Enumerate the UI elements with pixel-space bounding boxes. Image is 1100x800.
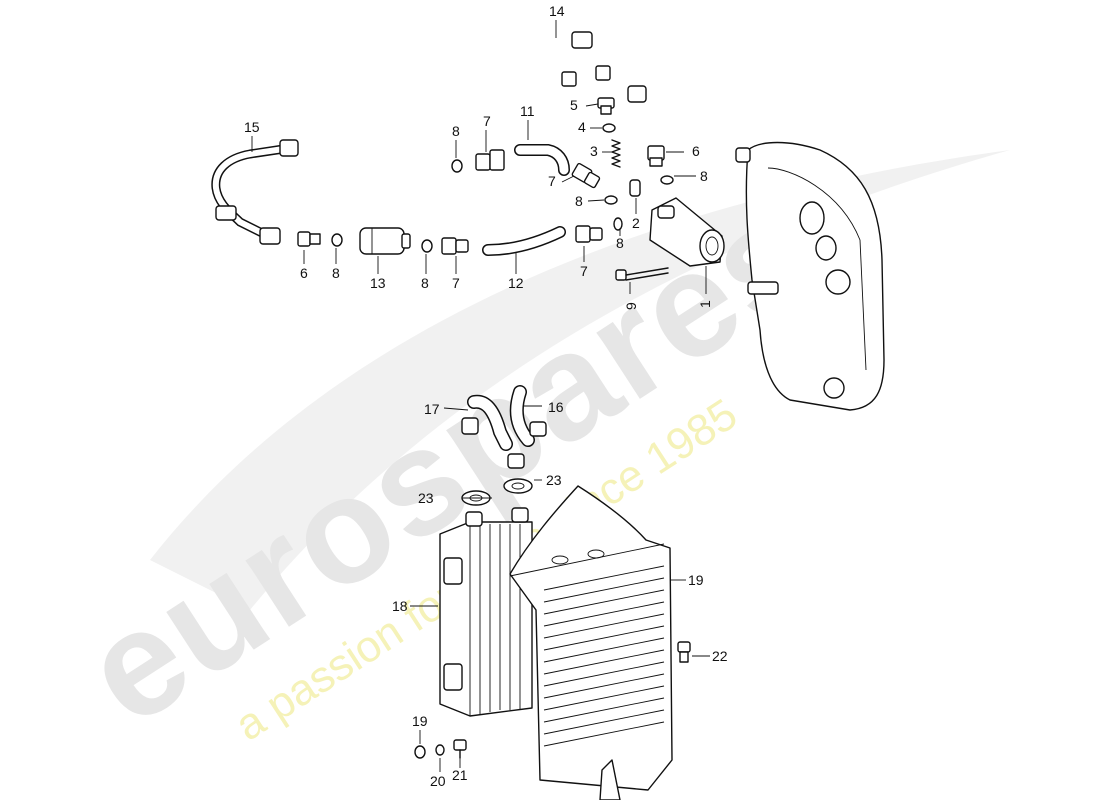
callout-8-right: 8 bbox=[700, 168, 708, 184]
part-13-oil-pipe[interactable] bbox=[516, 31, 647, 103]
callout-17: 18 bbox=[392, 598, 408, 614]
callout-10: 11 bbox=[520, 103, 535, 119]
part-8-washer-right[interactable] bbox=[660, 175, 674, 185]
callout-7-right: 7 bbox=[580, 263, 588, 279]
callout-13: 14 bbox=[549, 3, 565, 19]
callout-22: 22 bbox=[712, 648, 728, 664]
part-3-spring[interactable] bbox=[611, 139, 621, 168]
callout-16: 17 bbox=[424, 401, 440, 417]
part-23-seal-right[interactable] bbox=[503, 478, 533, 494]
callout-15: 16 bbox=[548, 399, 564, 415]
callout-8-left: 8 bbox=[332, 265, 340, 281]
hose-nut[interactable] bbox=[507, 453, 525, 469]
callout-8-valve: 8 bbox=[616, 235, 624, 251]
part-8-washer-mid[interactable] bbox=[421, 239, 433, 253]
callout-7-left: 7 bbox=[452, 275, 460, 291]
part-6-union-right[interactable] bbox=[647, 145, 665, 167]
callout-19: 19 bbox=[412, 713, 428, 729]
callout-11: 12 bbox=[508, 275, 524, 291]
part-12-filter[interactable] bbox=[359, 227, 411, 255]
callout-8-center: 8 bbox=[575, 193, 583, 209]
callout-8-mid: 8 bbox=[421, 275, 429, 291]
callout-6-left: 6 bbox=[300, 265, 308, 281]
part-8-washer-valve[interactable] bbox=[613, 217, 623, 231]
oil-tank bbox=[735, 141, 885, 411]
part-8-washer-top[interactable] bbox=[451, 159, 463, 173]
part-7-fitting-left[interactable] bbox=[441, 237, 469, 255]
part-8-washer-center[interactable] bbox=[604, 195, 618, 205]
part-6-union-left[interactable] bbox=[297, 231, 321, 247]
part-20-washer[interactable] bbox=[435, 744, 445, 756]
part-1-thermostat-housing[interactable] bbox=[649, 197, 725, 267]
part-7-fitting-right[interactable] bbox=[575, 225, 603, 243]
part-15-hose[interactable] bbox=[509, 385, 547, 447]
callout-7-center: 7 bbox=[548, 173, 556, 189]
part-7-fitting-top[interactable] bbox=[475, 149, 505, 171]
callout-23-left: 23 bbox=[418, 490, 434, 506]
leader-lines bbox=[251, 20, 710, 772]
callout-20: 20 bbox=[430, 773, 446, 789]
part-18-cooler-shroud[interactable] bbox=[509, 485, 673, 800]
callouts: 14 15 7 8 11 5 4 3 7 8 2 6 8 8 7 6 8 13 … bbox=[244, 3, 728, 789]
callout-8-top: 8 bbox=[452, 123, 460, 139]
callout-2: 2 bbox=[632, 215, 640, 231]
part-8-washer-left[interactable] bbox=[331, 233, 343, 247]
callout-9: 9 bbox=[623, 302, 639, 310]
part-21-bolt[interactable] bbox=[453, 739, 467, 759]
part-19-washer[interactable] bbox=[414, 745, 426, 759]
callout-21: 21 bbox=[452, 767, 468, 783]
part-4-seal-ring[interactable] bbox=[602, 123, 616, 133]
callout-3: 3 bbox=[590, 143, 598, 159]
part-17-oil-cooler[interactable] bbox=[439, 507, 533, 717]
watermark-swoosh bbox=[150, 150, 1010, 610]
callout-6-right: 6 bbox=[692, 143, 700, 159]
part-16-hose[interactable] bbox=[461, 394, 513, 451]
callout-18: 19 bbox=[688, 572, 704, 588]
callout-4: 4 bbox=[578, 119, 586, 135]
part-22-screw[interactable] bbox=[677, 641, 691, 663]
part-9-bolt[interactable] bbox=[615, 267, 669, 281]
callout-14: 15 bbox=[244, 119, 260, 135]
callout-5: 5 bbox=[570, 97, 578, 113]
part-7-fitting-center[interactable] bbox=[571, 162, 601, 189]
callout-12: 13 bbox=[370, 275, 386, 291]
part-5-plug[interactable] bbox=[597, 97, 615, 115]
callout-1: 1 bbox=[697, 300, 713, 308]
part-14-oil-pipe[interactable] bbox=[211, 139, 299, 245]
callout-7-top: 7 bbox=[483, 113, 491, 129]
part-2-piston[interactable] bbox=[629, 179, 641, 197]
callout-23-right: 23 bbox=[546, 472, 562, 488]
